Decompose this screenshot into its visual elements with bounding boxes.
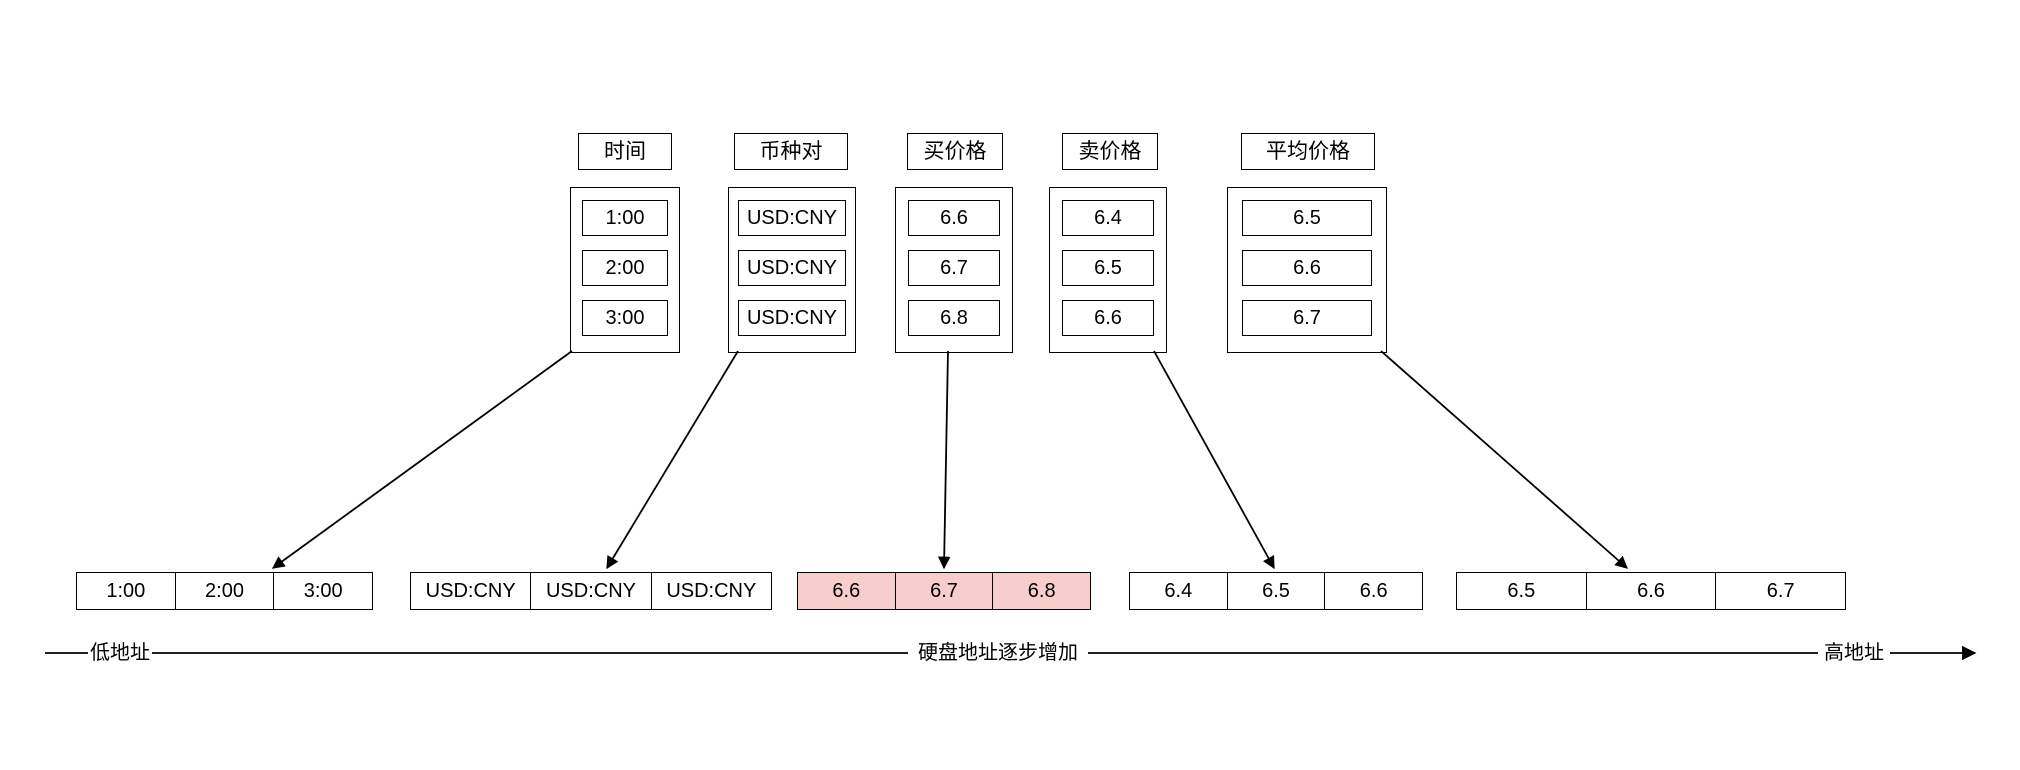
column-cell-4-1: 6.6 [1242, 250, 1372, 286]
disk-cell: 6.6 [1359, 580, 1388, 602]
disk-cell: 6.8 [993, 573, 1091, 609]
disk-strip-avg: 6.5 6.6 6.7 [1456, 572, 1846, 610]
disk-cell: 6.4 [1130, 573, 1228, 609]
disk-strip-ask: 6.4 6.5 6.6 [1129, 572, 1423, 610]
column-cell-3-0: 6.4 [1062, 200, 1154, 236]
column-cell-1-0: USD:CNY [738, 200, 846, 236]
axis-label-low: 低地址 [90, 642, 150, 664]
disk-cell: 3:00 [303, 580, 343, 602]
column-cell-0-1: 2:00 [582, 250, 668, 286]
column-cell-2-1: 6.7 [908, 250, 1000, 286]
disk-cell: 6.5 [1457, 573, 1587, 609]
disk-cell: USD:CNY [531, 573, 652, 609]
arrow-avg-to-disk [1380, 350, 1628, 569]
arrow-ask-to-disk [1153, 350, 1275, 570]
column-cell-1-1: USD:CNY [738, 250, 846, 286]
column-cell-1-2: USD:CNY [738, 300, 846, 336]
column-cell-4-2: 6.7 [1242, 300, 1372, 336]
disk-strip-bid: 6.6 6.7 6.8 [797, 572, 1091, 610]
arrow-pair-to-disk [606, 350, 739, 570]
disk-cell: USD:CNY [666, 580, 757, 602]
column-cell-2-2: 6.8 [908, 300, 1000, 336]
column-cell-2-0: 6.6 [908, 200, 1000, 236]
column-cell-0-0: 1:00 [582, 200, 668, 236]
column-header-0: 时间 [578, 133, 672, 170]
axis-label-middle: 硬盘地址逐步增加 [918, 642, 1078, 664]
column-header-4: 平均价格 [1241, 133, 1375, 170]
column-cell-0-2: 3:00 [582, 300, 668, 336]
column-header-3: 卖价格 [1062, 133, 1158, 170]
disk-cell: 2:00 [176, 573, 275, 609]
disk-cell: 6.7 [895, 573, 994, 609]
column-cell-4-0: 6.5 [1242, 200, 1372, 236]
column-cell-3-1: 6.5 [1062, 250, 1154, 286]
disk-strip-time: 1:00 2:00 3:00 [76, 572, 373, 610]
disk-strip-pair: USD:CNY USD:CNY USD:CNY [410, 572, 772, 610]
axis-label-high: 高地址 [1824, 642, 1884, 664]
column-header-1: 币种对 [734, 133, 848, 170]
column-cell-3-2: 6.6 [1062, 300, 1154, 336]
disk-cell: 1:00 [77, 573, 176, 609]
arrow-bid-to-disk [937, 350, 951, 570]
disk-cell: 6.6 [798, 573, 896, 609]
column-header-2: 买价格 [907, 133, 1003, 170]
disk-cell: USD:CNY [411, 573, 532, 609]
disk-cell: 6.5 [1228, 573, 1326, 609]
disk-cell: 6.6 [1587, 573, 1717, 609]
disk-cell: 6.7 [1766, 580, 1795, 602]
arrow-time-to-disk [271, 350, 573, 569]
